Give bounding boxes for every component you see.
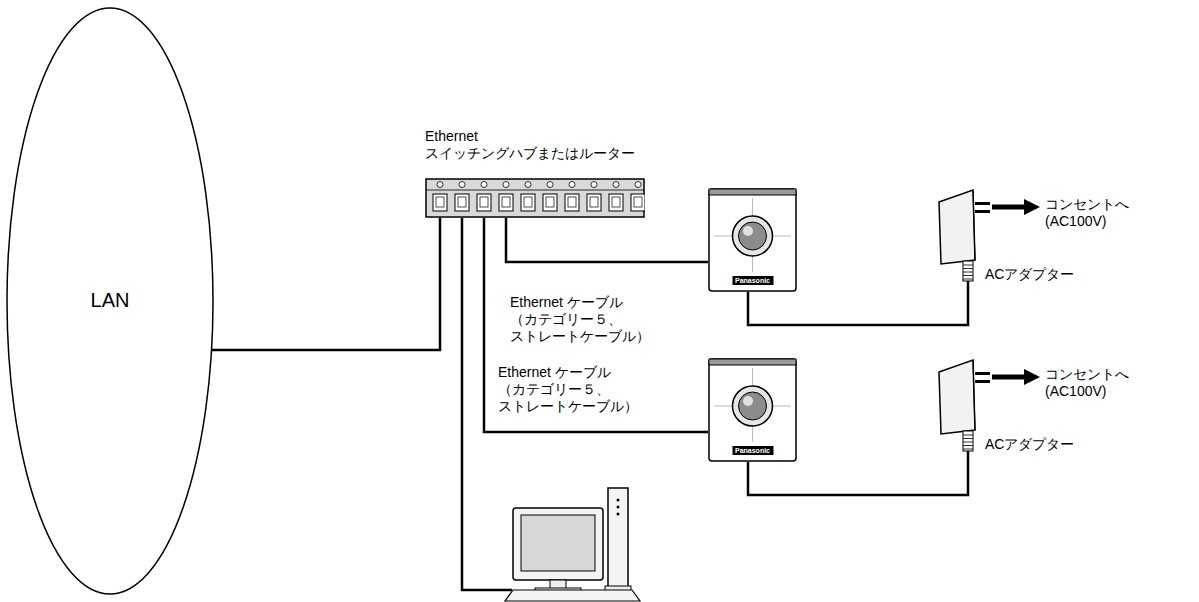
brand-logo: Panasonic (732, 446, 773, 455)
outlet-arrow (992, 199, 1040, 385)
cable (748, 290, 968, 325)
cable-label: Ethernet ケーブル （カテゴリー５、 ストレートケーブル） (510, 294, 660, 344)
pc-illustration (505, 488, 640, 601)
hub-body (425, 178, 645, 218)
hub-heading: Ethernet スイッチングハブまたはルーター (425, 128, 665, 162)
ac-adapter (935, 358, 993, 460)
hub-node: Ethernet スイッチングハブまたはルーター (425, 128, 665, 218)
cam-node: Panasonic (708, 358, 797, 462)
outlet-label: コンセントへ (AC100V) (1045, 366, 1155, 400)
cam-node: Panasonic (708, 188, 797, 292)
cable (212, 218, 441, 350)
adapter-label: ACアダプター (985, 436, 1074, 453)
cable (748, 460, 968, 495)
brand-logo: Panasonic (732, 276, 773, 285)
cable (484, 218, 708, 432)
lan-node: LAN (5, 5, 215, 597)
outlet-label: コンセントへ (AC100V) (1045, 196, 1155, 230)
cable-label: Ethernet ケーブル （カテゴリー５、 ストレートケーブル） (498, 364, 648, 414)
ac-adapter (935, 188, 993, 290)
adapter-label: ACアダプター (985, 266, 1074, 283)
cable (506, 218, 708, 262)
lan-label: LAN (5, 288, 215, 312)
